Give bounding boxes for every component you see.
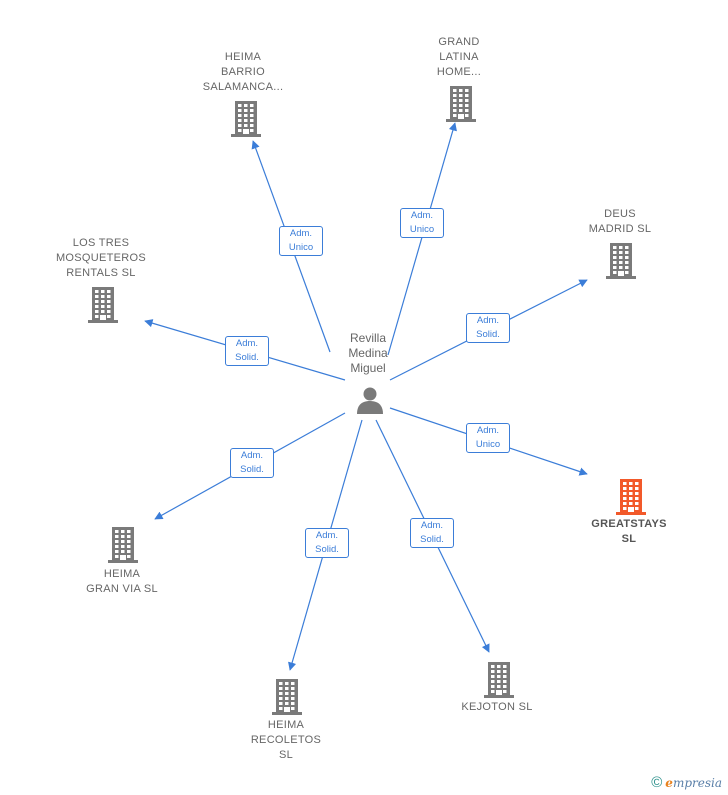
person-icon[interactable] [355, 385, 385, 415]
building-icon-heima-recoletos[interactable] [272, 679, 302, 715]
role-badge-heima-gran-via[interactable]: Adm. Solid. [230, 448, 274, 478]
copyright-icon: © [651, 774, 663, 791]
center-person-name[interactable]: Revilla Medina Miguel [348, 331, 388, 375]
role-badge-los-tres-mosqueteros[interactable]: Adm. Solid. [225, 336, 269, 366]
company-name-grand-latina-home[interactable]: GRAND LATINA HOME... [436, 36, 482, 78]
company-name-heima-gran-via[interactable]: HEIMA GRAN VIA SL [86, 568, 158, 595]
brand-logo: empresia [665, 775, 722, 790]
company-name-greatstays[interactable]: GREATSTAYS SL [591, 518, 667, 545]
company-name-los-tres-mosqueteros[interactable]: LOS TRES MOSQUETEROS RENTALS SL [55, 237, 147, 279]
role-badge-grand-latina-home[interactable]: Adm. Unico [400, 208, 444, 238]
company-name-heima-recoletos[interactable]: HEIMA RECOLETOS SL [250, 719, 322, 761]
building-icon-heima-gran-via[interactable] [108, 527, 138, 563]
company-name-deus-madrid[interactable]: DEUS MADRID SL [588, 208, 652, 235]
company-name-heima-barrio-salamanca[interactable]: HEIMA BARRIO SALAMANCA... [202, 51, 284, 93]
building-icon-kejoton[interactable] [484, 662, 514, 698]
building-icon-heima-barrio-salamanca[interactable] [231, 101, 261, 137]
footer-brand: © empresia [651, 774, 722, 791]
role-badge-heima-recoletos[interactable]: Adm. Solid. [305, 528, 349, 558]
building-icon-los-tres-mosqueteros[interactable] [88, 287, 118, 323]
edge-grand-latina-home [387, 122, 457, 356]
building-icon-grand-latina-home[interactable] [446, 86, 476, 122]
company-name-kejoton[interactable]: KEJOTON SL [461, 701, 533, 713]
role-badge-greatstays[interactable]: Adm. Unico [466, 423, 510, 453]
role-badge-kejoton[interactable]: Adm. Solid. [410, 518, 454, 548]
role-badge-deus-madrid[interactable]: Adm. Solid. [466, 313, 510, 343]
role-badge-heima-barrio-salamanca[interactable]: Adm. Unico [279, 226, 323, 256]
building-icon-deus-madrid[interactable] [606, 243, 636, 279]
building-icon-greatstays[interactable] [616, 479, 646, 515]
